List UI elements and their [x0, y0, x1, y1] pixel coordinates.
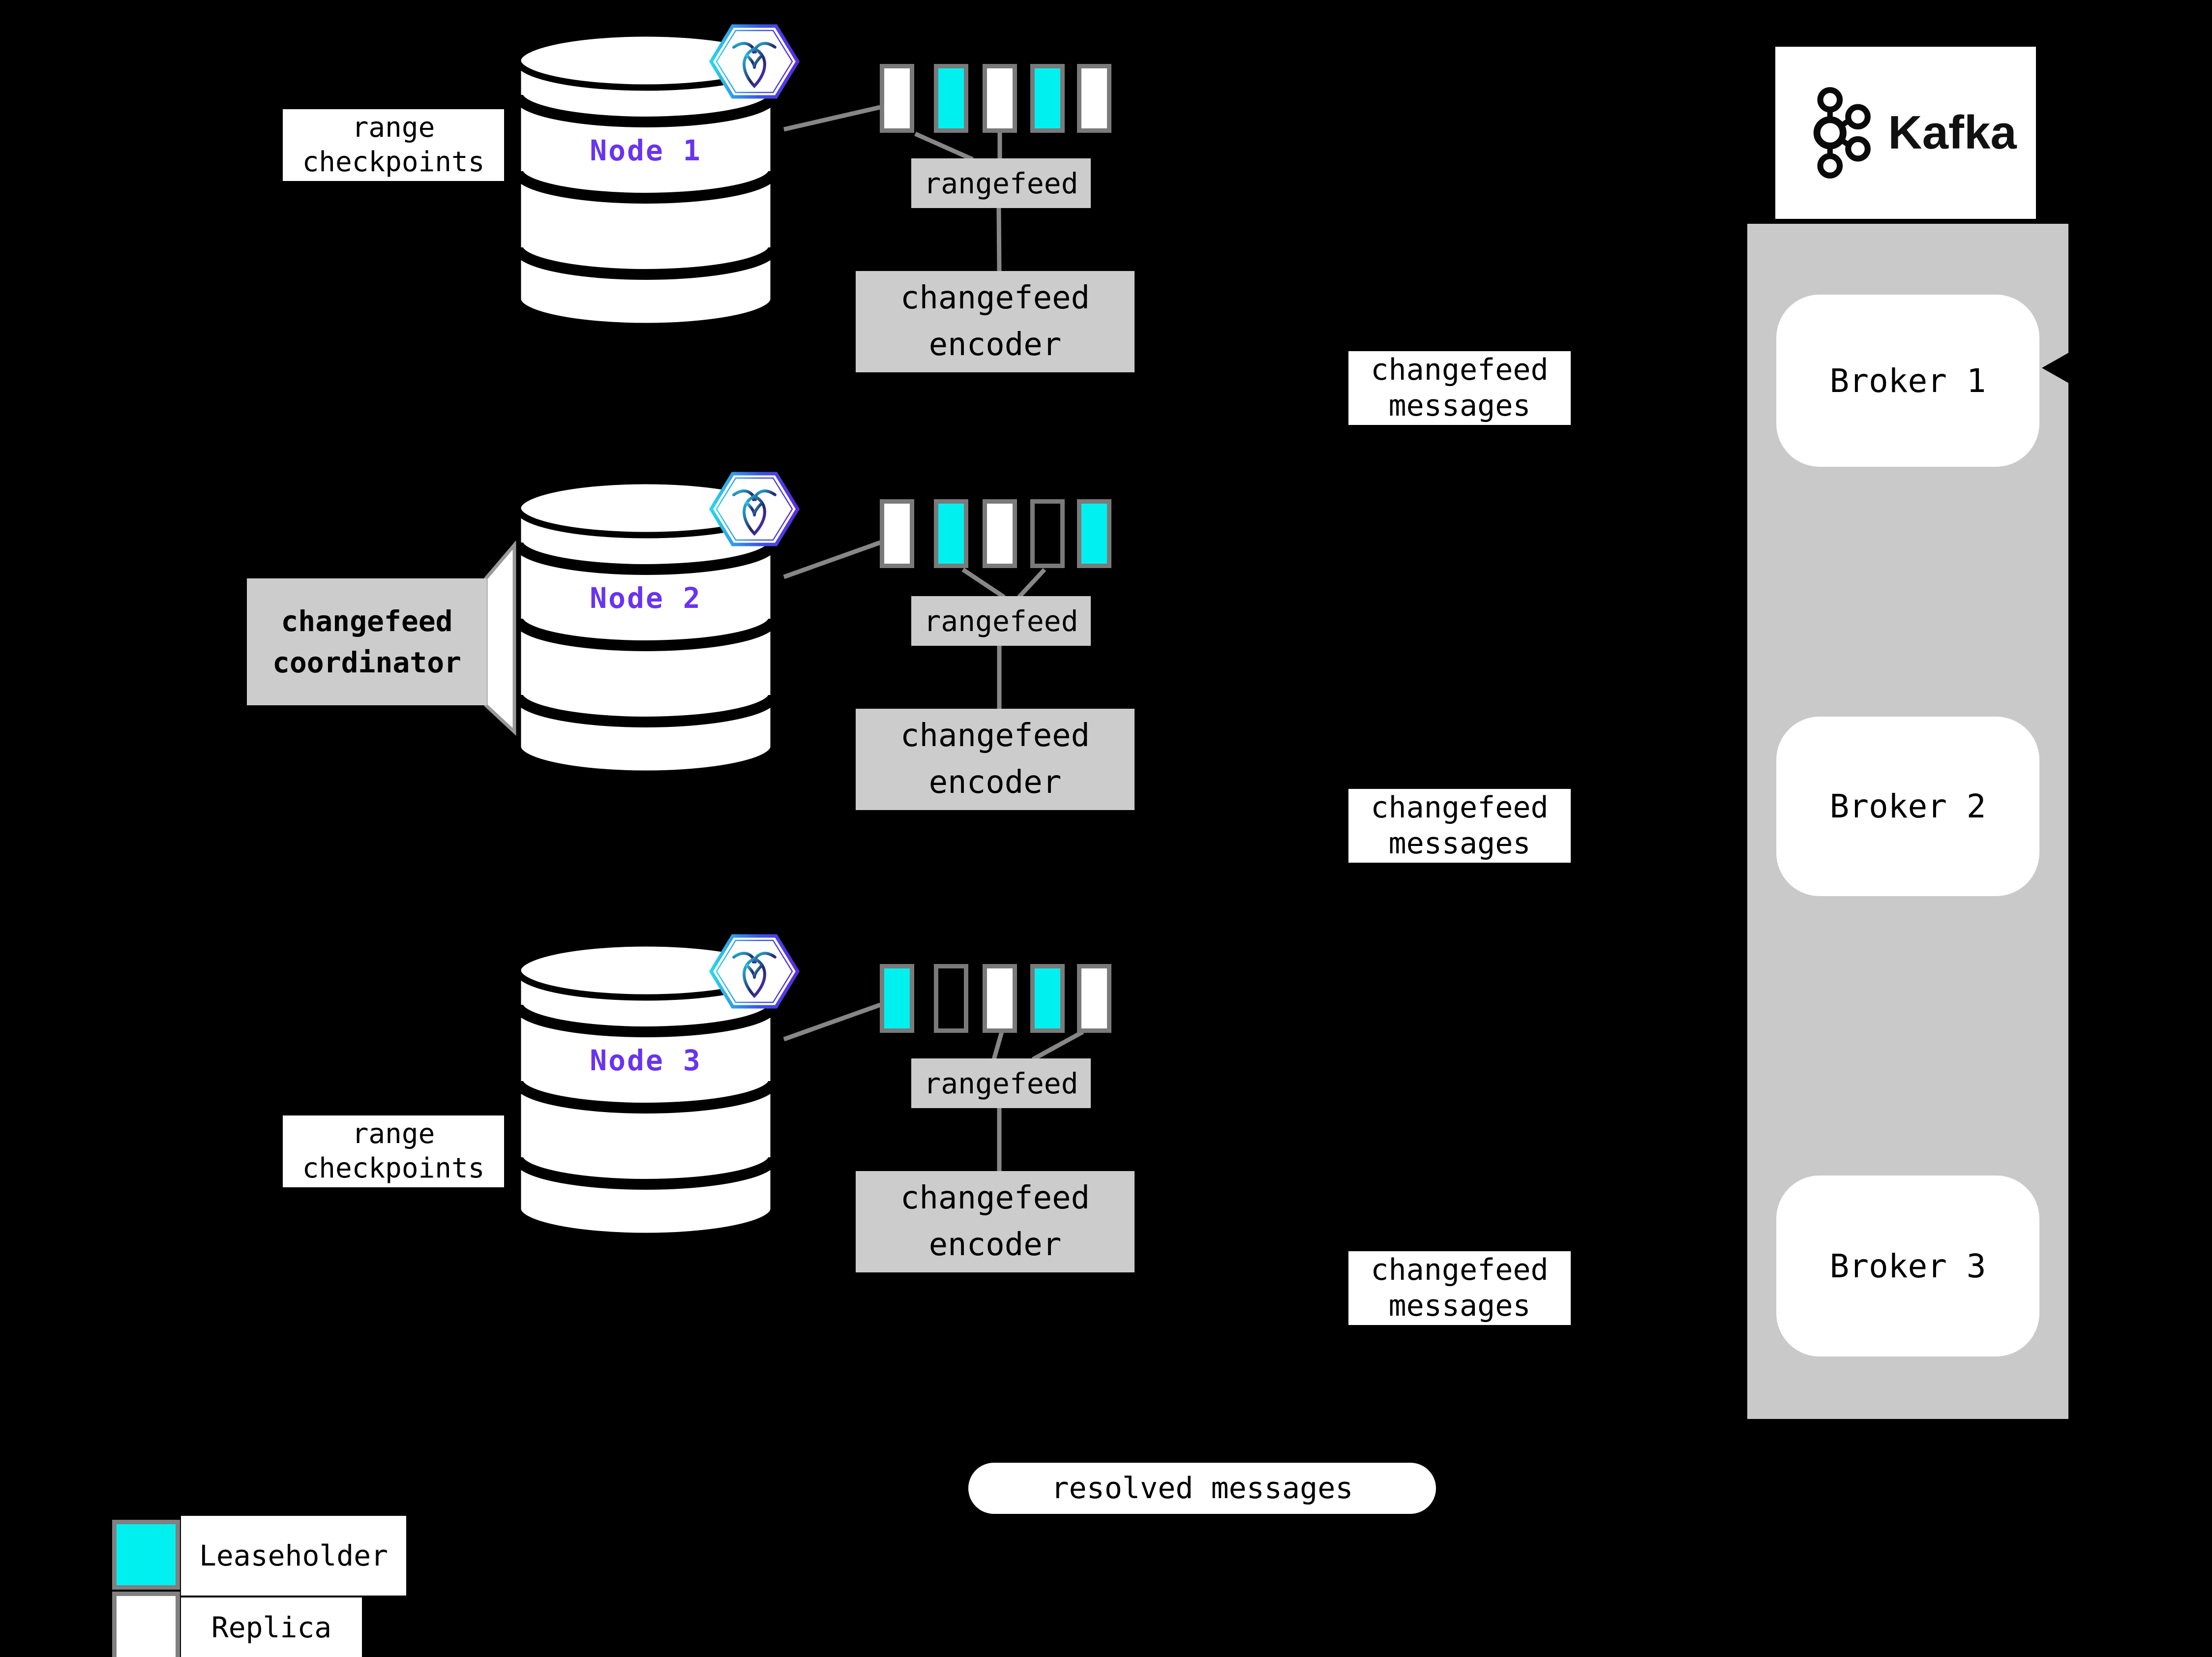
- node2-range-square-2: [934, 499, 968, 568]
- kafka-broker-3: Broker 3: [1776, 1175, 2039, 1356]
- node2-range-square-1: [880, 499, 914, 568]
- coordinator-label-line2: coordinator: [272, 646, 462, 679]
- node1-range-square-2: [934, 64, 968, 133]
- node2-range-square-5: [1077, 499, 1111, 568]
- encoder-label-line2: encoder: [928, 327, 1062, 363]
- range-checkpoints-line1: range: [352, 112, 435, 144]
- legend-replica-label: Replica: [181, 1597, 362, 1657]
- encoder-label-line1: changefeed: [900, 280, 1090, 316]
- node1-label: Node 1: [590, 134, 702, 167]
- node1-range-square-1: [880, 64, 914, 133]
- cockroachdb-icon: [707, 468, 802, 550]
- node3-range-square-5: [1077, 964, 1111, 1033]
- node3-changefeed-messages-label: changefeed messages: [1348, 1251, 1571, 1325]
- node2-label: Node 2: [590, 581, 702, 615]
- node3-range-square-4: [1030, 964, 1065, 1033]
- range-checkpoints-label-top: range checkpoints: [283, 109, 504, 181]
- messages-label-line1: changefeed: [1371, 353, 1549, 387]
- node3-changefeed-encoder-box: changefeed encoder: [856, 1171, 1135, 1272]
- kafka-wordmark: Kafka: [1888, 106, 2017, 159]
- node3-rangefeed-box: rangefeed: [911, 1058, 1091, 1108]
- cockroachdb-icon: [707, 931, 802, 1012]
- node3-range-square-1: [880, 964, 914, 1033]
- node2-changefeed-encoder-box: changefeed encoder: [856, 709, 1135, 810]
- changefeed-coordinator-box: changefeed coordinator: [247, 578, 487, 705]
- range-checkpoints-line2: checkpoints: [302, 146, 485, 178]
- messages-label-line2: messages: [1388, 389, 1531, 423]
- kafka-logo-box: Kafka: [1775, 47, 2036, 219]
- node1-range-square-5: [1077, 64, 1111, 133]
- range-checkpoints-label-bottom: range checkpoints: [283, 1115, 504, 1187]
- node2-range-square-3: [983, 499, 1017, 568]
- coordinator-flag-shape: [484, 540, 516, 736]
- encoder-label-line2: encoder: [928, 764, 1062, 801]
- node1-changefeed-messages-label: changefeed messages: [1348, 351, 1571, 425]
- encoder-label-line2: encoder: [928, 1227, 1062, 1263]
- kafka-logo-icon: [1794, 78, 1879, 188]
- cockroachdb-icon: [707, 21, 802, 102]
- resolved-messages-pill: resolved messages: [968, 1463, 1436, 1514]
- encoder-label-line1: changefeed: [900, 718, 1090, 754]
- node3-range-square-3: [983, 964, 1017, 1033]
- kafka-broker-1: Broker 1: [1776, 295, 2039, 467]
- node3-label: Node 3: [590, 1044, 702, 1077]
- messages-label-line1: changefeed: [1371, 1253, 1549, 1287]
- range-checkpoints-line1: range: [352, 1118, 435, 1150]
- legend-replica-swatch: [112, 1592, 180, 1657]
- messages-label-line2: messages: [1388, 826, 1531, 861]
- encoder-label-line1: changefeed: [900, 1180, 1090, 1216]
- legend-leaseholder-swatch: [112, 1520, 180, 1590]
- node1-range-square-4: [1030, 64, 1065, 133]
- messages-label-line2: messages: [1388, 1289, 1531, 1323]
- kafka-broker-2: Broker 2: [1776, 717, 2039, 896]
- node1-rangefeed-box: rangefeed: [911, 158, 1091, 208]
- node1-range-square-3: [983, 64, 1017, 133]
- node2-range-square-4: [1030, 499, 1065, 568]
- coordinator-label-line1: changefeed: [281, 604, 453, 638]
- broker1-arrowhead-icon: [2042, 351, 2071, 385]
- legend-leaseholder-label: Leaseholder: [181, 1516, 406, 1596]
- range-checkpoints-line2: checkpoints: [302, 1152, 485, 1184]
- node1-changefeed-encoder-box: changefeed encoder: [856, 271, 1135, 372]
- node2-changefeed-messages-label: changefeed messages: [1348, 789, 1571, 863]
- node2-rangefeed-box: rangefeed: [911, 596, 1091, 646]
- messages-label-line1: changefeed: [1371, 790, 1549, 825]
- node3-range-square-2: [934, 964, 968, 1033]
